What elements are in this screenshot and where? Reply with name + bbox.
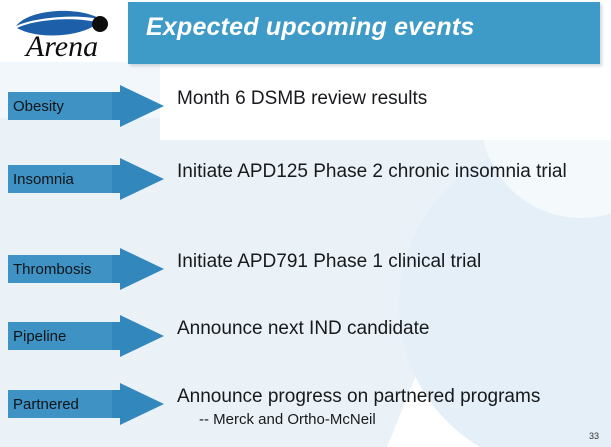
page-number: 33 (588, 431, 599, 441)
arrow-callout-insomnia: Insomnia (8, 158, 164, 200)
arrow-callout-obesity: Obesity (8, 85, 164, 127)
arena-logo-mark: Arena (16, 10, 108, 62)
event-description: Month 6 DSMB review results (177, 88, 428, 109)
slide-title-bar: Expected upcoming events (128, 2, 600, 64)
arrow-label-box (8, 165, 112, 193)
category-label: Partnered (13, 396, 79, 413)
category-label: Insomnia (13, 171, 74, 188)
event-description: Initiate APD125 Phase 2 chronic insomnia… (177, 161, 567, 182)
arrow-label-box (8, 255, 112, 283)
event-description: Announce next IND candidate (177, 318, 430, 339)
event-subnote: -- Merck and Ortho-McNeil (199, 411, 376, 428)
arrow-callout-partnered: Partnered (8, 383, 164, 425)
category-label: Thrombosis (13, 261, 92, 278)
event-description: Announce progress on partnered programs (177, 386, 541, 407)
category-label: Obesity (13, 98, 64, 115)
event-description: Initiate APD791 Phase 1 clinical trial (177, 251, 482, 272)
arena-logo: Arena (8, 4, 120, 62)
arrow-label-box (8, 92, 112, 120)
arrow-callout-pipeline: Pipeline (8, 315, 164, 357)
svg-text:Arena: Arena (24, 30, 98, 62)
category-label: Pipeline (13, 328, 67, 345)
arrow-label-box (8, 322, 112, 350)
page-title: Expected upcoming events (146, 13, 475, 41)
arrow-callout-thrombosis: Thrombosis (8, 248, 164, 290)
arrow-label-box (8, 390, 112, 418)
